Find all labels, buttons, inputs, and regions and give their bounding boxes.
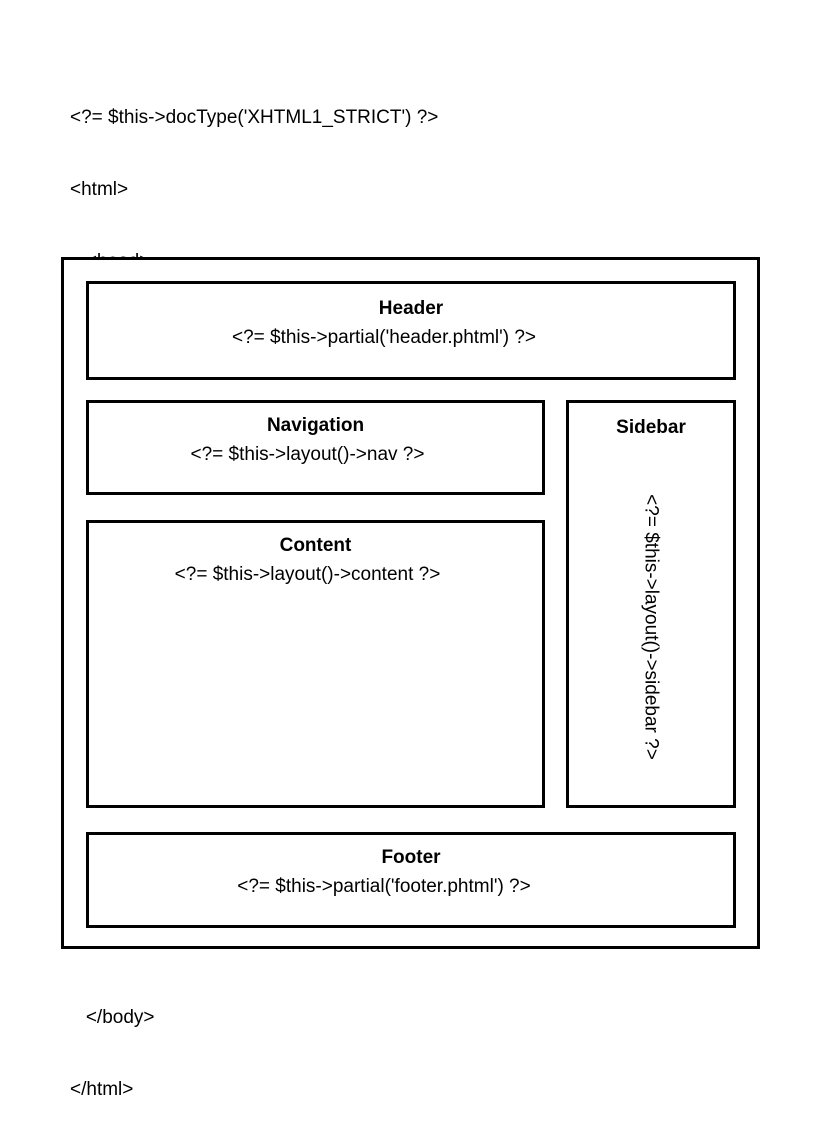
region-title-footer: Footer xyxy=(381,847,441,868)
region-box-navigation: Navigation <?= $this->layout()->nav ?> xyxy=(86,400,545,495)
region-box-footer: Footer <?= $this->partial('footer.phtml'… xyxy=(86,832,736,928)
code-line-html-open: <html> xyxy=(70,179,129,200)
code-listing-bottom: </body> </html> xyxy=(70,958,155,1126)
code-line-html-close: </html> xyxy=(70,1079,134,1100)
region-title-navigation: Navigation xyxy=(266,415,365,436)
region-code-content: <?= $this->layout()->content ?> xyxy=(174,564,441,585)
code-line-doctype: <?= $this->docType('XHTML1_STRICT') ?> xyxy=(70,107,439,128)
region-code-header: <?= $this->partial('header.phtml') ?> xyxy=(231,327,537,348)
region-box-sidebar: Sidebar <?= $this->layout()->sidebar ?> xyxy=(566,400,736,808)
region-box-header: Header <?= $this->partial('header.phtml'… xyxy=(86,281,736,380)
region-code-navigation: <?= $this->layout()->nav ?> xyxy=(190,444,425,465)
region-title-header: Header xyxy=(378,298,444,319)
region-code-sidebar: <?= $this->layout()->sidebar ?> xyxy=(640,494,662,760)
region-title-sidebar: Sidebar xyxy=(616,417,686,438)
region-code-footer: <?= $this->partial('footer.phtml') ?> xyxy=(237,876,531,897)
region-title-content: Content xyxy=(279,535,352,556)
code-line-body-close: </body> xyxy=(70,1007,155,1028)
region-code-sidebar-wrapper: <?= $this->layout()->sidebar ?> xyxy=(569,451,733,803)
region-box-content: Content <?= $this->layout()->content ?> xyxy=(86,520,545,808)
